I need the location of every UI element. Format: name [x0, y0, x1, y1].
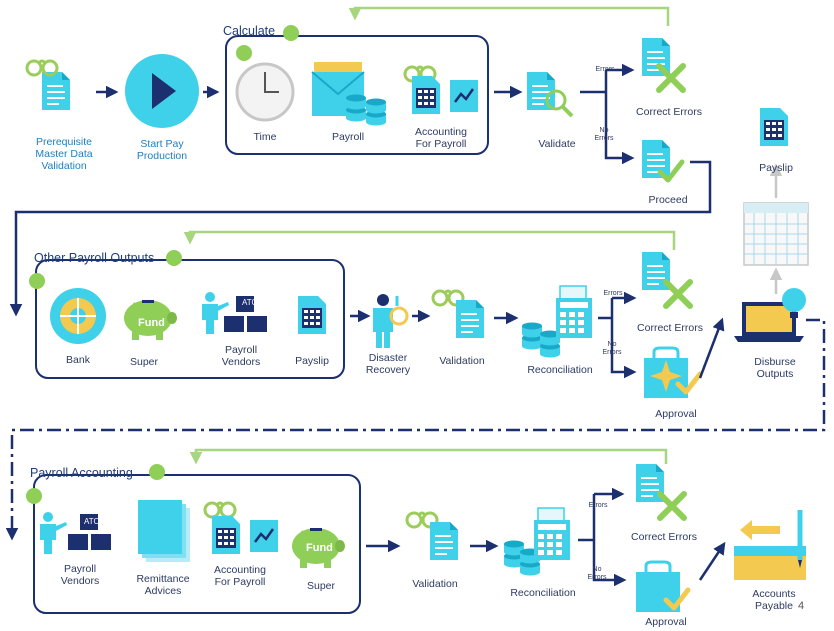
other-outputs-dot: [166, 250, 182, 266]
row2-feedback-arrow: [183, 230, 676, 250]
correct-errors-label-2: Correct Errors: [637, 322, 703, 334]
fund-text: Fund: [138, 317, 165, 329]
accounting-2-icon: [203, 501, 280, 554]
envelope-coins-icon: [311, 62, 386, 126]
disaster-label: Disaster Recovery: [365, 352, 411, 376]
bank-vault-icon: [50, 288, 106, 344]
accounts-payable-icon: [734, 510, 806, 580]
payroll-accounting-title: Payroll Accounting: [30, 466, 133, 480]
calculate-dot-2: [236, 45, 252, 61]
correct-errors-2-icon: [642, 252, 690, 306]
arrow-proceed-row2: [9, 160, 712, 317]
payslip-label: Payslip: [295, 355, 329, 367]
correct-errors-label-1: Correct Errors: [636, 106, 702, 118]
clock-icon: [235, 62, 295, 122]
ato-text: ATO: [242, 298, 258, 307]
payslip-top-label: Payslip: [759, 162, 793, 174]
correct-errors-label-3: Correct Errors: [631, 531, 697, 543]
payroll-accounting-box: [33, 474, 361, 614]
validate-label: Validate: [538, 138, 576, 150]
start-pay-label: Start Pay Production: [136, 138, 188, 162]
arrow-recon-noerrors: [610, 346, 637, 379]
noerrors-label-3: No Errors: [587, 566, 607, 581]
bank-label: Bank: [66, 354, 90, 366]
payslip-icon: [298, 296, 326, 334]
vendors-label: Payroll Vendors: [221, 344, 261, 368]
arrow-approval2-payable: [698, 541, 726, 581]
correct-errors-3-icon: [636, 464, 684, 518]
validation-label-2: Validation: [412, 578, 458, 590]
page-number: 4: [798, 600, 805, 612]
errors-label-3: Errors: [588, 502, 608, 509]
recon-label: Reconciliation: [527, 364, 593, 376]
fund-text-2: Fund: [306, 542, 333, 554]
calculate-dot: [283, 25, 299, 41]
prereq-label: Prerequisite Master Data Validation: [35, 136, 93, 172]
payroll-label: Payroll: [331, 131, 365, 143]
remittance-advices-icon: [138, 500, 190, 562]
calculate-box: [225, 35, 489, 155]
row3-feedback-arrow: [189, 448, 668, 465]
accounting-icon: [403, 65, 480, 114]
accounting-label-2: Accounting For Payroll: [214, 564, 266, 588]
proceed-icon: [642, 140, 682, 180]
approval-label-2: Approval: [645, 616, 687, 628]
remittance-label: Remittance Advices: [136, 573, 190, 597]
validation-2-icon: [405, 511, 458, 560]
vendors-label-2: Payroll Vendors: [60, 563, 100, 587]
errors-label-2: Errors: [603, 290, 623, 297]
noerrors-label-1: No Errors: [594, 127, 614, 142]
noerrors-label-2: No Errors: [602, 341, 622, 356]
ato-text-2: ATO: [84, 517, 100, 526]
recon-label-2: Reconciliation: [510, 587, 576, 599]
errors-label-1: Errors: [595, 66, 615, 73]
disaster-recovery-icon: [373, 294, 409, 348]
arrow-disburse-row3: [5, 318, 826, 541]
payroll-accounting-dot-2: [26, 488, 42, 504]
proceed-label: Proceed: [648, 194, 688, 206]
other-outputs-box: [35, 259, 345, 379]
disburse-label: Disburse Outputs: [754, 356, 796, 380]
calculate-title: Calculate: [223, 24, 276, 38]
validate-icon: [527, 72, 574, 118]
time-label: Time: [253, 131, 277, 143]
super-label-2: Super: [306, 580, 336, 592]
payslip-top-icon: [760, 108, 788, 146]
validation-label: Validation: [439, 355, 485, 367]
arrow-recon2-noerrors: [592, 566, 627, 587]
row1-feedback-arrow: [348, 6, 670, 26]
other-outputs-dot-2: [29, 273, 45, 289]
arrow-noerrors: [604, 120, 635, 165]
disburse-laptop-icon: [734, 288, 806, 342]
prereq-icon: [25, 59, 70, 110]
arrow-approval-disburse: [698, 317, 725, 379]
play-icon: [125, 54, 199, 128]
reconciliation-2-icon: [504, 507, 570, 576]
calendar-icon: [743, 202, 809, 266]
correct-errors-icon: [642, 38, 683, 90]
payable-label: Accounts Payable: [752, 588, 796, 612]
accounting-label: Accounting For Payroll: [415, 126, 467, 150]
other-outputs-title: Other Payroll Outputs: [34, 251, 155, 265]
validation-icon: [431, 289, 484, 338]
super-label: Super: [129, 356, 159, 368]
payroll-vendors-2-icon: [40, 512, 111, 554]
approval-bag-2-icon: [634, 560, 688, 614]
payroll-accounting-dot: [149, 464, 165, 480]
approval-label: Approval: [655, 408, 697, 420]
reconciliation-icon: [522, 285, 592, 358]
approval-bag-icon: [642, 346, 700, 400]
